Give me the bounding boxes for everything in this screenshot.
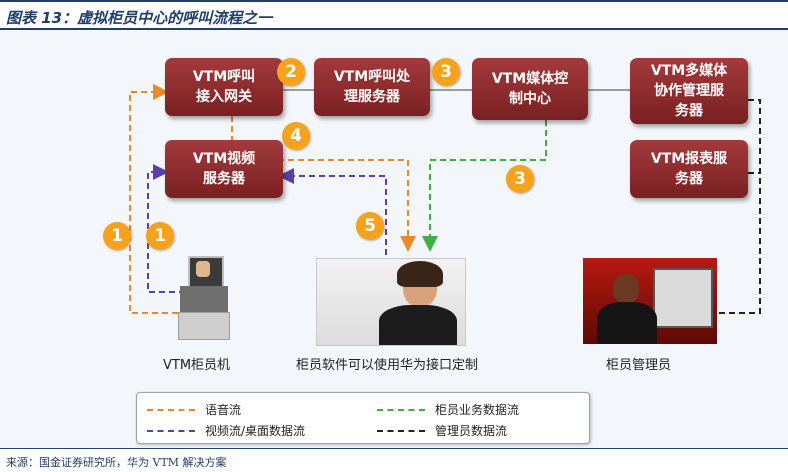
legend-item-admin: 管理员数据流 [377, 422, 507, 439]
business-flow-center-to-teller [422, 120, 547, 252]
collab-server-box: VTM多媒体 协作管理服 务器 [630, 58, 748, 124]
voice-flow-machine-to-gateway [129, 84, 178, 314]
legend-item-video: 视频流/桌面数据流 [147, 422, 305, 439]
step-badge-3-green: 3 [506, 165, 534, 193]
step-badge-1-purple: 1 [146, 222, 174, 250]
step-badge-1-orange: 1 [103, 222, 131, 250]
step-badge-5: 5 [356, 212, 384, 240]
voice-flow-gateway-to-teller [231, 116, 416, 252]
step-badge-3-top: 3 [432, 58, 460, 86]
legend-label-voice: 语音流 [205, 403, 242, 417]
video-flow-machine-to-server [147, 164, 195, 293]
legend-swatch-business [377, 408, 425, 411]
source-note: 来源：国金证券研究所，华为 VTM 解决方案 [6, 456, 227, 469]
report-server-box: VTM报表服 务器 [630, 140, 748, 198]
call-server-box: VTM呼叫处 理服务器 [314, 58, 430, 116]
step-badge-2: 2 [277, 58, 305, 86]
legend-label-admin: 管理员数据流 [435, 424, 508, 438]
admin-flow-line [716, 99, 761, 314]
legend-swatch-admin [377, 429, 425, 432]
vtm-machine-label: VTM柜员机 [163, 358, 231, 373]
figure-title: 图表 13：虚拟柜员中心的呼叫流程之一 [6, 9, 273, 27]
legend-swatch-voice [147, 408, 195, 411]
legend-label-video: 视频流/桌面数据流 [205, 424, 306, 438]
teller-photo [316, 258, 466, 346]
media-center-box: VTM媒体控 制中心 [472, 58, 588, 120]
teller-admin-label: 柜员管理员 [606, 358, 672, 373]
legend-label-business: 柜员业务数据流 [435, 403, 520, 417]
teller-admin-photo [583, 258, 717, 344]
vtm-machine-image [178, 256, 230, 340]
legend-item-business: 柜员业务数据流 [377, 401, 519, 418]
step-badge-4: 4 [282, 122, 310, 150]
legend: 语音流 视频流/桌面数据流 柜员业务数据流 管理员数据流 [136, 392, 590, 444]
figure-footer: 来源：国金证券研究所，华为 VTM 解决方案 [0, 448, 788, 472]
legend-swatch-video [147, 429, 195, 432]
video-server-box: VTM视频 服务器 [165, 140, 283, 198]
teller-software-label: 柜员软件可以使用华为接口定制 [296, 358, 479, 373]
legend-item-voice: 语音流 [147, 401, 241, 418]
figure-header: 图表 13：虚拟柜员中心的呼叫流程之一 [0, 0, 788, 30]
call-gateway-box: VTM呼叫 接入网关 [165, 58, 283, 116]
